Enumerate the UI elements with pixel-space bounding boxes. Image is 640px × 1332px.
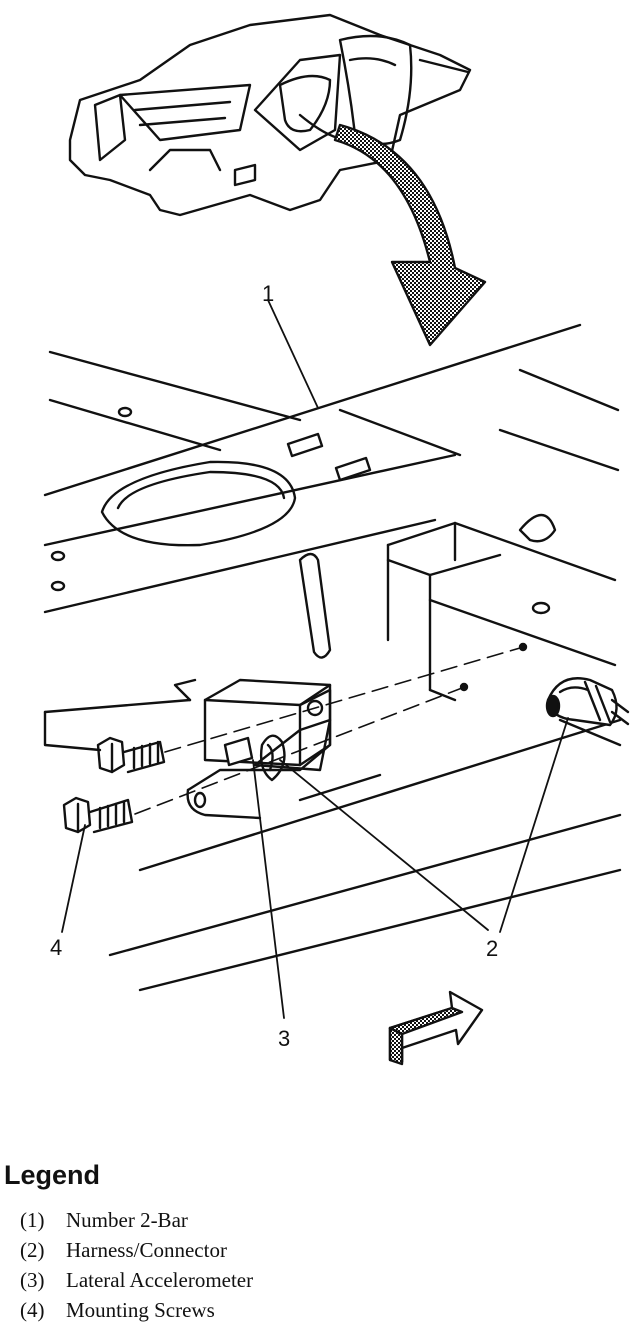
front-direction-arrow-icon (388, 990, 484, 1066)
legend-item-number: (1) (20, 1208, 45, 1232)
legend-item-text: Mounting Screws (66, 1298, 215, 1322)
legend-item: (1) Number 2-Bar (20, 1205, 253, 1235)
lateral-accelerometer-module (186, 678, 332, 820)
legend-item: (4) Mounting Screws (20, 1295, 253, 1325)
legend-item-number: (2) (20, 1238, 45, 1262)
legend-item: (3) Lateral Accelerometer (20, 1265, 253, 1295)
callout-2: 2 (486, 936, 499, 961)
floor-bracket (386, 521, 622, 747)
leader-lines (61, 299, 569, 1019)
legend-item-text: Lateral Accelerometer (66, 1268, 254, 1292)
legend-item-number: (4) (20, 1298, 45, 1322)
legend-item-number: (3) (20, 1268, 45, 1292)
legend-title: Legend (4, 1160, 101, 1190)
mounting-screw-upper (96, 736, 166, 774)
number-2-bar-structure (43, 323, 620, 659)
legend-item: (2) Harness/Connector (20, 1235, 253, 1265)
callout-4: 4 (50, 935, 63, 960)
exploded-view-diagram (43, 13, 630, 1066)
legend-list: (1) Number 2-Bar (2) Harness/Connector (3)… (20, 1205, 253, 1325)
legend-item-text: Harness/Connector (66, 1238, 227, 1262)
legend-item-text: Number 2-Bar (66, 1208, 188, 1232)
harness-connector (545, 677, 630, 727)
callout-3: 3 (278, 1026, 291, 1051)
curved-arrow-icon (333, 123, 487, 347)
lower-floor-panel (43, 678, 622, 992)
mounting-screw-lower (62, 796, 134, 834)
callout-1: 1 (262, 281, 275, 306)
alignment-lines (134, 647, 521, 815)
